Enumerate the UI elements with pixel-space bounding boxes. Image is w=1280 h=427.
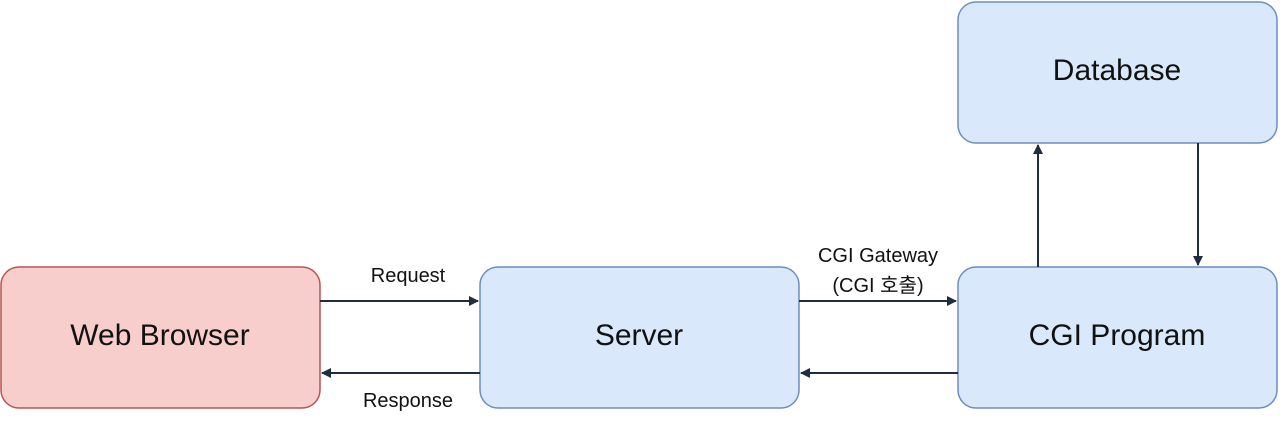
database-box <box>957 1 1278 144</box>
response-label: Response <box>363 390 453 412</box>
request-label: Request <box>371 265 446 287</box>
database-node: Database <box>957 1 1278 144</box>
server-label: Server <box>595 319 683 352</box>
web-browser-node: Web Browser <box>0 266 321 409</box>
cgi-gateway-label-line2: (CGI 호출) <box>832 274 923 297</box>
web-browser-label: Web Browser <box>70 319 250 352</box>
cgi-program-label: CGI Program <box>1029 319 1206 352</box>
server-node: Server <box>479 266 800 409</box>
database-label: Database <box>1053 54 1181 87</box>
cgi-gateway-label-line1: CGI Gateway <box>818 245 938 267</box>
cgi-program-box <box>957 266 1278 409</box>
cgi-program-node: CGI Program <box>957 266 1278 409</box>
web-browser-box <box>0 266 321 409</box>
server-box <box>479 266 800 409</box>
